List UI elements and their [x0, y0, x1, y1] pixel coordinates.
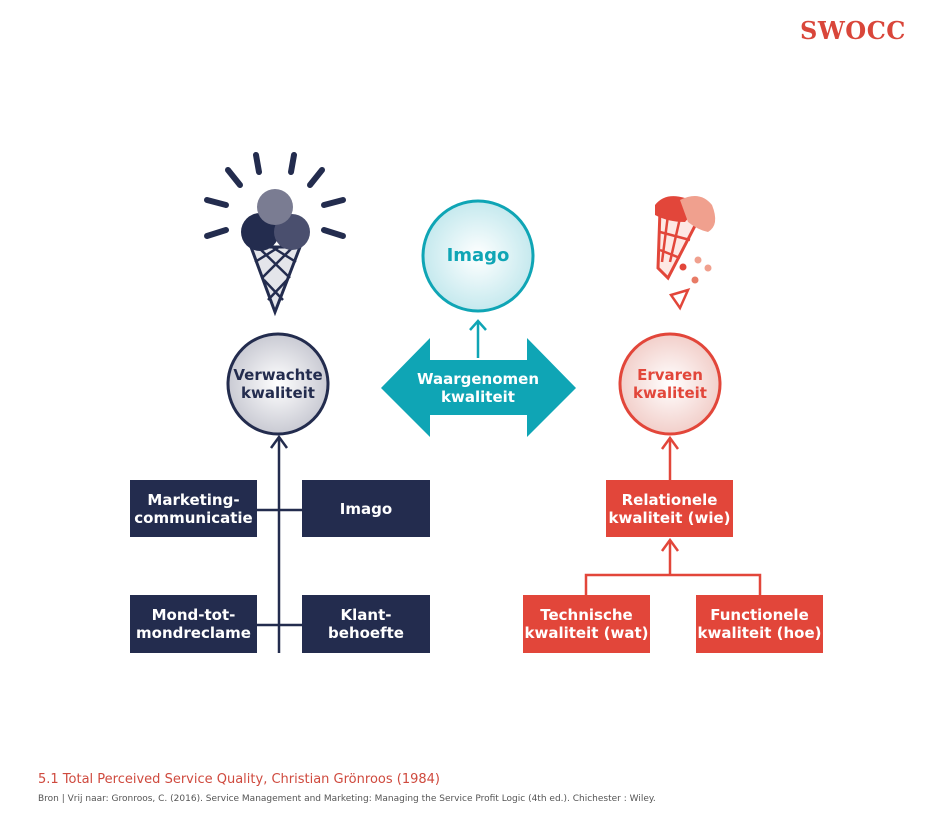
right-connectors: [584, 435, 762, 595]
ervaren-circle: [618, 332, 722, 436]
waargenomen-label: Waargenomen kwaliteit: [416, 369, 540, 406]
source-note: Bron | Vrij naar: Gronroos, C. (2016). S…: [38, 794, 656, 804]
klant-box: Klant- behoefte: [302, 595, 430, 653]
imago-circle-label: Imago: [446, 245, 510, 266]
melting-ice-cream-icon: [655, 196, 716, 311]
cone-icon: [241, 189, 310, 317]
marketing-box: Marketing- communicatie: [130, 480, 257, 537]
arrow-to-imago: [469, 319, 487, 358]
functionele-box: Functionele kwaliteit (hoe): [696, 595, 823, 653]
figure-caption: 5.1 Total Perceived Service Quality, Chr…: [38, 772, 440, 787]
happy-ice-cream-icon: [204, 152, 346, 239]
left-connectors: [257, 434, 302, 653]
double-arrow: [381, 338, 576, 437]
imago-box: Imago: [302, 480, 430, 537]
mond-box: Mond-tot- mondreclame: [130, 595, 257, 653]
technische-box: Technische kwaliteit (wat): [523, 595, 650, 653]
imago-circle: [421, 199, 535, 313]
verwacht-label: Verwachte kwaliteit: [233, 366, 323, 402]
swocc-logo: SWOCC: [800, 16, 906, 45]
relationele-box: Relationele kwaliteit (wie): [606, 480, 733, 537]
verwacht-circle: [226, 332, 330, 436]
ervaren-label: Ervaren kwaliteit: [633, 366, 707, 402]
